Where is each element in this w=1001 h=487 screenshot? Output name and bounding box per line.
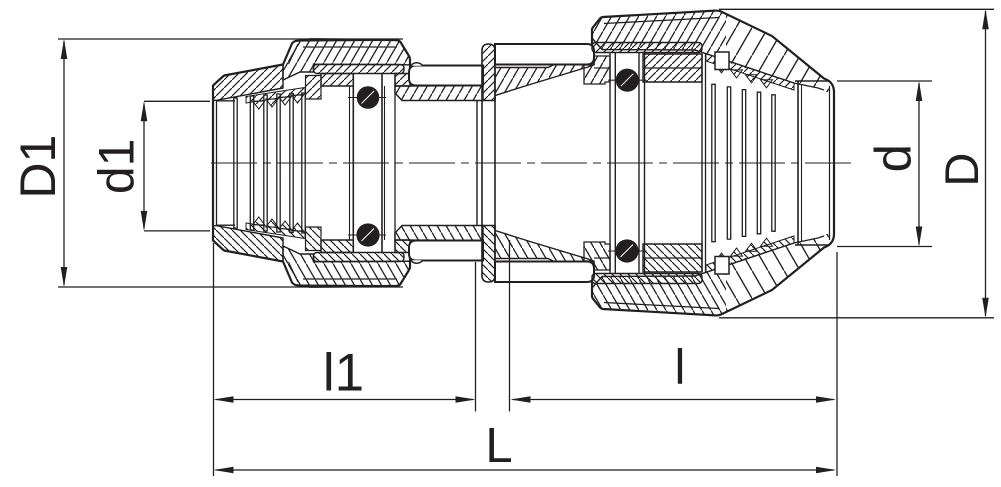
- svg-text:D1: D1: [10, 135, 66, 199]
- svg-text:l1: l1: [323, 344, 364, 403]
- svg-text:d1: d1: [88, 138, 144, 194]
- svg-text:l: l: [675, 341, 686, 395]
- svg-text:d: d: [865, 144, 922, 172]
- svg-text:D: D: [935, 153, 988, 187]
- svg-text:L: L: [485, 419, 512, 473]
